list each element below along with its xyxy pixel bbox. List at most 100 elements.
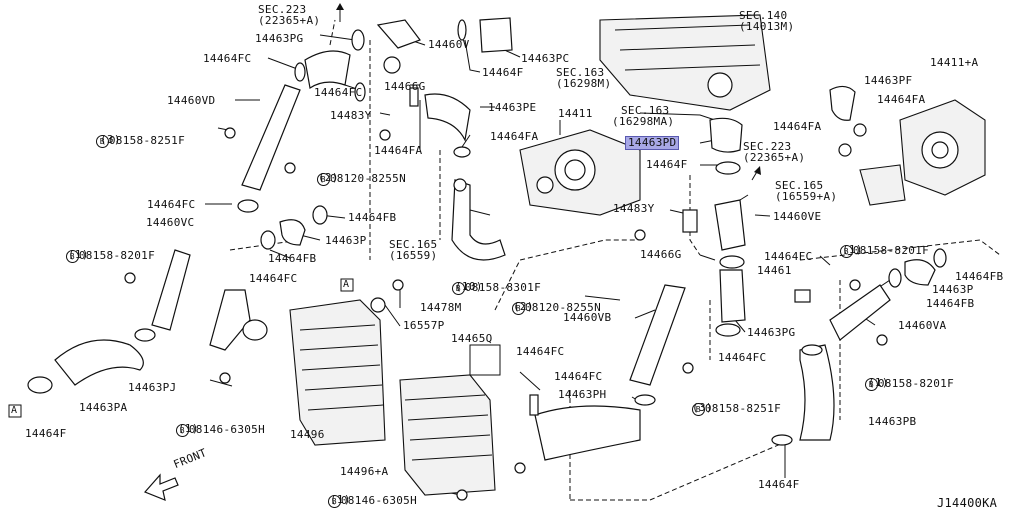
part-14464fa-left: 14464FA bbox=[374, 144, 423, 157]
part-14463pg-r: 14463PG bbox=[747, 326, 796, 339]
part-14464fa-mid: 14464FA bbox=[490, 130, 539, 143]
sec223-top-label: SEC.223 bbox=[258, 3, 307, 16]
sec165-right-label: SEC.165 bbox=[775, 179, 824, 192]
part-14465q: 14465Q bbox=[451, 332, 493, 345]
part-14466g-mid: 14466G bbox=[640, 248, 682, 261]
part-14463pd-highlighted[interactable]: 14463PD bbox=[625, 136, 680, 150]
part-14464f-mid: 14464F bbox=[646, 158, 688, 171]
sec165-right-sub-label: (16559+A) bbox=[775, 190, 838, 203]
part-14460vb: 14460VB bbox=[563, 311, 612, 324]
bolt-08158-8201f-right-qty: (1) bbox=[842, 243, 863, 256]
sec223-mid-sub-label: (22365+A) bbox=[743, 151, 806, 164]
part-14496: 14496 bbox=[290, 428, 325, 441]
part-14460ve: 14460VE bbox=[773, 210, 822, 223]
part-14463pb: 14463PB bbox=[868, 415, 917, 428]
part-14464f-top: 14464F bbox=[482, 66, 524, 79]
b-marker: B bbox=[95, 135, 109, 148]
part-14464fa-r1: 14464FA bbox=[877, 93, 926, 106]
intake-manifold bbox=[599, 14, 771, 111]
turbocharger-right bbox=[859, 99, 986, 206]
dashed-guides bbox=[229, 19, 1001, 501]
bolts bbox=[124, 127, 888, 501]
part-14478m: 14478M bbox=[420, 301, 462, 314]
part-14411a: 14411+A bbox=[930, 56, 979, 69]
bolt-08120-8255n-mid-qty: (2) bbox=[513, 300, 534, 313]
part-14464fb-r: 14464FB bbox=[955, 270, 1004, 283]
bolt-08158-8201f-r2-qty: (1) bbox=[868, 376, 889, 389]
sec140-label: SEC.140 bbox=[739, 9, 788, 22]
part-14483y-mid: 14483Y bbox=[613, 202, 655, 215]
part-14463pa: 14463PA bbox=[79, 401, 128, 414]
part-14464fc-c2: 14464FC bbox=[554, 370, 603, 383]
part-14464f-left: 14464F bbox=[25, 427, 67, 440]
part-14464fc-r: 14464FC bbox=[764, 250, 813, 263]
clamps bbox=[27, 19, 947, 446]
bolt-08158-8301f-qty: (10) bbox=[455, 280, 483, 293]
part-14464fc-l2: 14464FC bbox=[249, 272, 298, 285]
part-14460v: 14460V bbox=[428, 38, 470, 51]
sec163-mid-label: SEC.163 bbox=[621, 104, 670, 117]
part-14463pg-top: 14463PG bbox=[255, 32, 304, 45]
part-14466g-top: 14466G bbox=[384, 80, 426, 93]
sec165-mid-sub-label: (16559) bbox=[389, 249, 438, 262]
part-14411: 14411 bbox=[558, 107, 593, 120]
bolt-08146-6305h-bot-qty: (1) bbox=[330, 493, 351, 506]
part-14464fc-r2: 14464FC bbox=[718, 351, 767, 364]
sec223-top-sub-label: (22365+A) bbox=[258, 14, 321, 27]
part-14464fa-top: 14464FA bbox=[773, 120, 822, 133]
arrow-icons bbox=[336, 3, 761, 181]
part-14483y-top: 14483Y bbox=[330, 109, 372, 122]
sec163-top-sub-label: (16298M) bbox=[556, 77, 612, 90]
part-14464fb-a: 14464FB bbox=[348, 211, 397, 224]
hoses bbox=[54, 17, 936, 461]
part-14464fb-r2: 14464FB bbox=[926, 297, 975, 310]
sec140-sub-label: (14013M) bbox=[739, 20, 795, 33]
part-14463pj: 14463PJ bbox=[128, 381, 177, 394]
ref-a-box-1 bbox=[340, 278, 354, 292]
part-14496a: 14496+A bbox=[340, 465, 389, 478]
part-14464fc-mid: 14464FC bbox=[314, 86, 363, 99]
bolt-08120-8255n-top-qty: (2) bbox=[318, 171, 339, 184]
sec163-mid-sub-label: (16298MA) bbox=[612, 115, 675, 128]
sec165-mid-label: SEC.165 bbox=[389, 238, 438, 251]
part-14464fc-left: 14464FC bbox=[147, 198, 196, 211]
small-parts bbox=[370, 56, 811, 416]
part-14463p-a: 14463P bbox=[325, 234, 367, 247]
part-14463pc: 14463PC bbox=[521, 52, 570, 65]
ref-a-label-2: A bbox=[11, 405, 18, 416]
part-14464f-bot: 14464F bbox=[758, 478, 800, 491]
part-14460va: 14460VA bbox=[898, 319, 947, 332]
bolt-08158-8251f-bot-qty: (3) bbox=[692, 401, 713, 414]
part-14463pf: 14463PF bbox=[864, 74, 913, 87]
turbocharger-left bbox=[519, 129, 641, 216]
bolt-08146-6305h-left-qty: (1) bbox=[178, 422, 199, 435]
part-14460vc: 14460VC bbox=[146, 216, 195, 229]
part-14464fb-b: 14464FB bbox=[268, 252, 317, 265]
sec223-mid-label: SEC.223 bbox=[743, 140, 792, 153]
part-14463pe: 14463PE bbox=[488, 101, 537, 114]
diagram-code: J14400KA bbox=[937, 496, 998, 510]
part-14463p-r: 14463P bbox=[932, 283, 974, 296]
part-14461: 14461 bbox=[757, 264, 792, 277]
bolt-08158-8251f-top-qty: (3) bbox=[100, 133, 121, 146]
intercoolers bbox=[289, 299, 501, 496]
part-14464fc-c: 14464FC bbox=[516, 345, 565, 358]
ref-a-box-2 bbox=[8, 404, 22, 418]
part-14463ph: 14463PH bbox=[558, 388, 607, 401]
part-14464fc-top: 14464FC bbox=[203, 52, 252, 65]
front-arrow-icon bbox=[143, 473, 179, 501]
bolt-08158-8201f-left-qty: (1) bbox=[68, 248, 89, 261]
sec163-top-label: SEC.163 bbox=[556, 66, 605, 79]
part-14460vd: 14460VD bbox=[167, 94, 216, 107]
